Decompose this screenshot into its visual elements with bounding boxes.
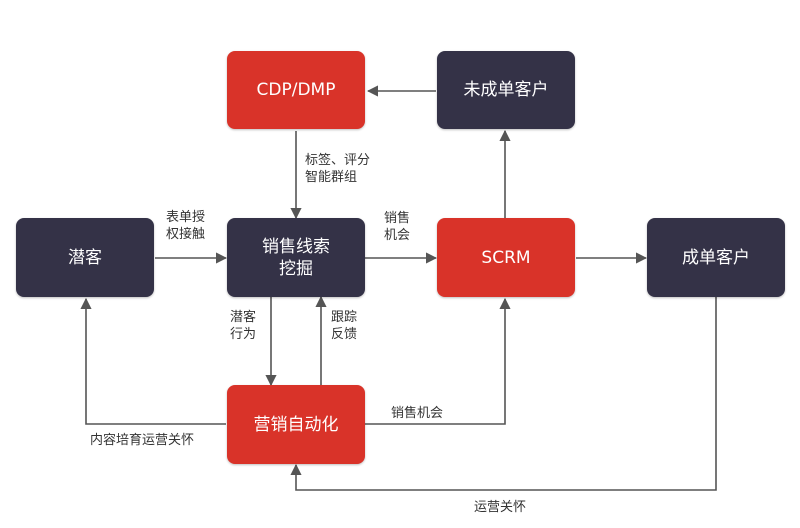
label-sales-opportunity-top: 销售 机会 (384, 211, 411, 243)
label-sales-opportunity-bottom: 销售机会 (391, 406, 444, 421)
node-marketing-automation: 营销自动化 (227, 385, 365, 464)
edge-automation-to-prospects (80, 297, 226, 425)
label-ops-care: 运营关怀 (474, 500, 527, 515)
node-lead-mining: 销售线索 挖掘 (227, 218, 365, 297)
label-prospect-behavior: 潜客 行为 (230, 310, 257, 342)
label-form-auth-touch: 表单授 权接触 (166, 210, 206, 242)
label-tracking-feedback: 跟踪 反馈 (331, 310, 358, 342)
node-prospects: 潜客 (16, 218, 154, 297)
node-converted-customers: 成单客户 (647, 218, 785, 297)
node-scrm: SCRM (437, 218, 575, 297)
label-content-nurture-ops: 内容培育运营关怀 (90, 433, 195, 448)
edge-converted-to-automation (290, 297, 717, 491)
node-unconverted-customers: 未成单客户 (437, 51, 575, 129)
edge-automation-to-scrm (365, 297, 511, 425)
label-tags-scoring: 标签、评分 智能群组 (305, 153, 371, 185)
node-cdp-dmp: CDP/DMP (227, 51, 365, 129)
